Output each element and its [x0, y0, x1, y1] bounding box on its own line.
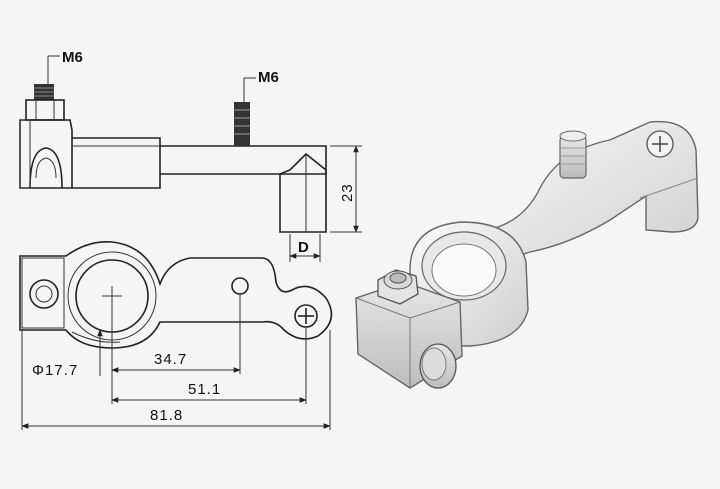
distance-label-1: 34.7	[154, 351, 187, 368]
thread-label-1: M6	[62, 49, 83, 66]
distance-label-2: 51.1	[188, 381, 221, 398]
bolt-left	[25, 84, 65, 121]
depth-label: D	[298, 239, 309, 256]
side-view	[19, 55, 362, 262]
isometric-view	[355, 120, 699, 389]
top-view	[19, 240, 333, 430]
height-label: 23	[339, 183, 356, 202]
bolt-right	[234, 102, 250, 146]
diameter-label: Φ17.7	[32, 362, 78, 379]
distance-label-3: 81.8	[150, 407, 183, 424]
thread-label-2: M6	[258, 69, 279, 86]
